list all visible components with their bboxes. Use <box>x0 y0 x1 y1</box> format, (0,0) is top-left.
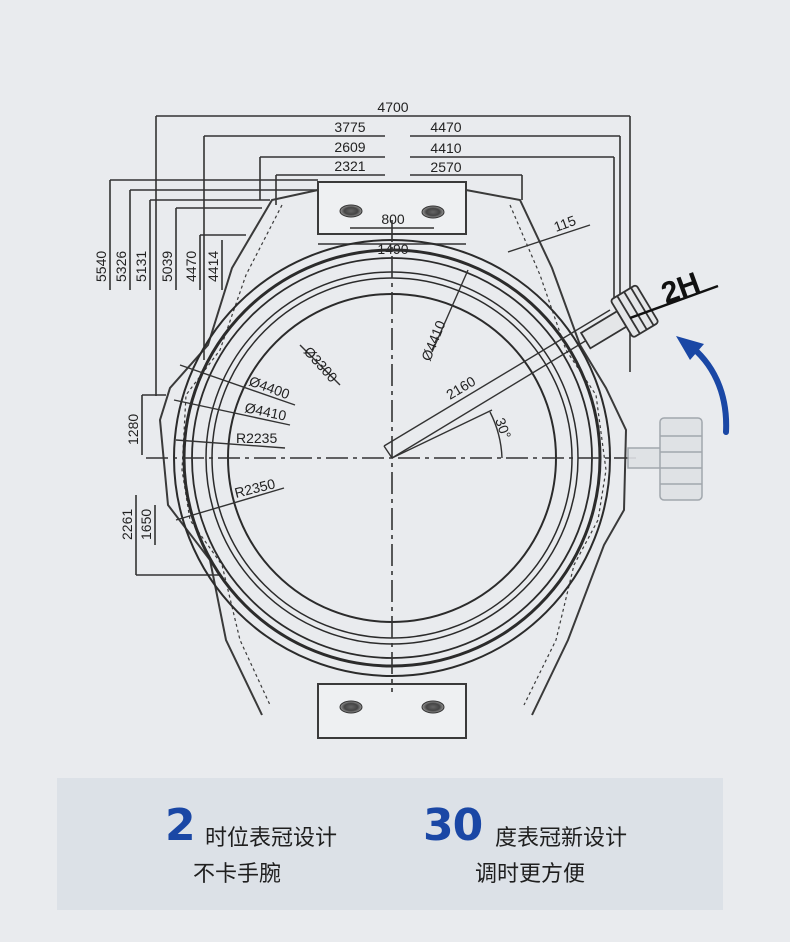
case-outline <box>158 189 628 716</box>
crown-3h-ghost <box>627 417 703 501</box>
dim-5039: 5039 <box>159 251 175 282</box>
feature-subtitle-2-oclock: 不卡手腕 <box>193 861 282 886</box>
dim-r2235: R2235 <box>236 430 277 446</box>
dim-d4410-diag: Ø4410 <box>418 318 449 363</box>
dim-4470-top: 4470 <box>430 119 461 135</box>
dim-800: 800 <box>381 211 405 227</box>
watch-case-technical-drawing: 4700 3775 4470 2609 4410 2321 2570 5540 … <box>93 99 730 739</box>
dim-2570: 2570 <box>430 159 461 175</box>
dim-4410-top: 4410 <box>430 140 461 156</box>
crown-label-2h: 2H <box>657 266 704 310</box>
dim-5540: 5540 <box>93 251 109 282</box>
feature-title-30-degree: 度表冠新设计 <box>495 825 628 850</box>
crown-2h <box>579 284 659 350</box>
dim-1650: 1650 <box>138 509 154 540</box>
left-dimension-lines <box>109 179 318 576</box>
bottom-lug <box>317 683 467 739</box>
crown-2h-pointer <box>629 284 719 320</box>
feature-number-2: 2 <box>165 800 196 851</box>
feature-band: 2 时位表冠设计 不卡手腕 30 度表冠新设计 调时更方便 <box>57 778 723 910</box>
dim-1280: 1280 <box>125 414 141 445</box>
dim-4414: 4414 <box>205 251 221 282</box>
dim-2160: 2160 <box>443 373 478 403</box>
top-lug-hole-right <box>421 205 445 219</box>
bottom-lug-hole-left <box>339 700 363 714</box>
dim-d4400: Ø4400 <box>247 373 292 402</box>
feature-subtitle-30-degree: 调时更方便 <box>475 861 586 886</box>
top-dimension-labels: 4700 3775 4470 2609 4410 2321 2570 <box>334 99 461 175</box>
dim-angle-30: 30° <box>492 416 514 441</box>
left-dimension-labels: 5540 5326 5131 5039 4470 4414 1280 2261 … <box>93 251 221 540</box>
dim-2321: 2321 <box>334 158 365 174</box>
inner-leader-lines <box>173 224 621 521</box>
bottom-lug-hole-right <box>421 700 445 714</box>
dim-2261: 2261 <box>119 509 135 540</box>
dim-115: 115 <box>552 212 579 235</box>
dim-d3300: Ø3300 <box>301 343 341 385</box>
top-lug-hole-left <box>339 204 363 218</box>
feature-title-2-oclock: 时位表冠设计 <box>205 825 338 850</box>
dim-3775: 3775 <box>334 119 365 135</box>
feature-number-30: 30 <box>423 800 483 851</box>
dim-4700: 4700 <box>377 99 408 115</box>
dim-2609: 2609 <box>334 139 365 155</box>
dim-5131: 5131 <box>133 251 149 282</box>
dim-4470-side: 4470 <box>183 251 199 282</box>
dim-5326: 5326 <box>113 251 129 282</box>
rotation-arrowhead-icon <box>676 336 704 360</box>
